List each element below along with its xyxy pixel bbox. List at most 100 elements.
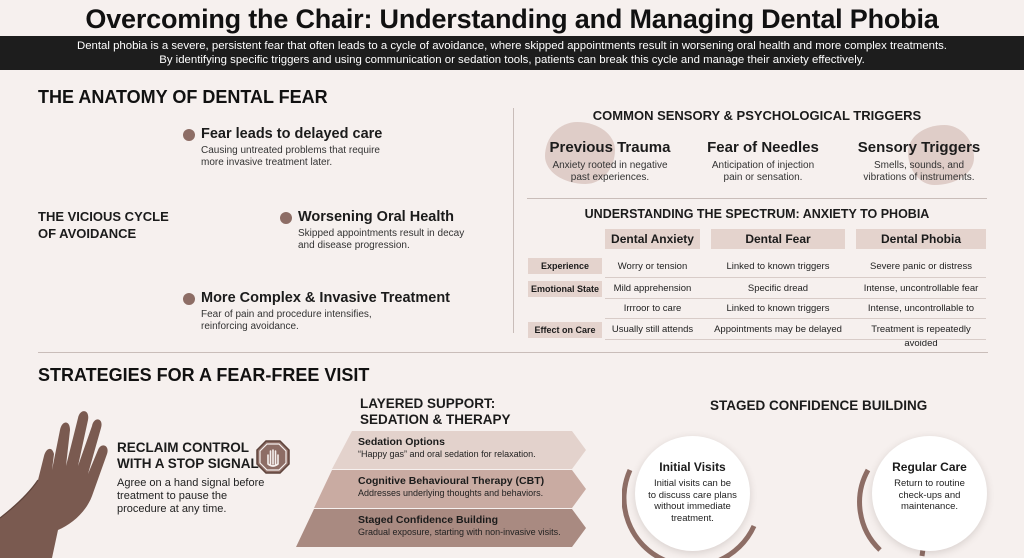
desc-line: Agree on a hand signal before <box>117 477 265 489</box>
title-line: RECLAIM CONTROL <box>117 440 249 455</box>
vertical-divider <box>513 108 514 333</box>
band-desc: Gradual exposure, starting with non-inva… <box>358 527 561 537</box>
row-divider <box>605 298 986 299</box>
trigger-blob-decoration <box>908 125 974 185</box>
trigger-desc: Anticipation of injection pain or sensat… <box>688 160 838 184</box>
band-cbt-shape <box>314 470 586 508</box>
trigger-title: Sensory Triggers <box>857 139 981 156</box>
bullet-dot <box>183 293 195 305</box>
cycle-step-delayed-care: Fear leads to delayed care Causing untre… <box>183 125 453 169</box>
heading-line: SEDATION & THERAPY <box>360 412 511 427</box>
table-cell: Mild apprehension <box>613 283 692 294</box>
band-desc: “Happy gas” and oral sedation for relaxa… <box>358 449 536 459</box>
stop-sign-hand-icon <box>256 440 290 474</box>
table-cell: Linked to known triggers <box>726 303 830 314</box>
row-header-effect-on-care: Effect on Care <box>528 322 602 338</box>
desc-line: Anticipation of injection <box>711 160 815 171</box>
title-line: WITH A STOP SIGNAL <box>117 456 259 471</box>
desc-line: and disease progression. <box>298 240 410 251</box>
stage-title: Initial Visits <box>659 460 726 474</box>
band-cbt: Cognitive Behavioural Therapy (CBT) Addr… <box>358 475 588 499</box>
desc-line: without immediate <box>654 501 731 512</box>
table-cell: Linked to known triggers <box>726 261 830 272</box>
desc-line: treatment to pause the <box>117 490 228 502</box>
band-title: Sedation Options <box>358 436 445 448</box>
stage-card-initial-visits: Initial Visits Initial visits can be to … <box>635 436 750 551</box>
row-divider <box>605 339 986 340</box>
reclaim-control-desc: Agree on a hand signal before treatment … <box>117 477 277 516</box>
stage-desc: Return to routine check-ups and maintena… <box>872 478 987 513</box>
reclaim-control-title: RECLAIM CONTROL WITH A STOP SIGNAL <box>117 440 259 472</box>
desc-line: check-ups and <box>898 489 961 501</box>
row-divider <box>605 318 986 319</box>
column-header-phobia: Dental Phobia <box>856 229 986 249</box>
table-cell: Treatment is repeatedly avoided <box>871 324 971 349</box>
row-divider <box>605 277 986 278</box>
intro-line-1: Dental phobia is a severe, persistent fe… <box>77 40 947 52</box>
strategies-heading: STRATEGIES FOR A FEAR-FREE VISIT <box>38 365 370 385</box>
band-title: Cognitive Behavioural Therapy (CBT) <box>358 475 545 487</box>
cycle-step-desc: Causing untreated problems that require … <box>201 145 453 169</box>
table-cell: Severe panic or distress <box>870 261 972 272</box>
vicious-cycle-line-2: OF AVOIDANCE <box>38 226 137 241</box>
desc-line: Fear of pain and procedure intensifies, <box>201 309 372 320</box>
stage-desc: Initial visits can be to discuss care pl… <box>635 478 750 524</box>
cycle-step-complex-treatment: More Complex & Invasive Treatment Fear o… <box>183 289 483 333</box>
band-sedation-options: Sedation Options “Happy gas” and oral se… <box>358 436 588 460</box>
trigger-desc: Smells, sounds, and vibrations of instru… <box>844 160 994 184</box>
row-header-emotional-state: Emotional State <box>528 281 602 297</box>
cycle-step-desc: Fear of pain and procedure intensifies, … <box>201 309 483 333</box>
desc-line: pain or sensation. <box>723 172 803 183</box>
intro-banner: Dental phobia is a severe, persistent fe… <box>0 36 1024 70</box>
band-sedation-shape <box>332 431 586 469</box>
trigger-fear-of-needles: Fear of Needles Anticipation of injectio… <box>688 139 838 184</box>
anatomy-heading: THE ANATOMY OF DENTAL FEAR <box>38 87 328 107</box>
trigger-title: Fear of Needles <box>707 139 819 156</box>
desc-line: procedure at any time. <box>117 503 227 515</box>
desc-line: maintenance. <box>900 501 959 512</box>
table-cell: Usually still attends <box>611 324 694 335</box>
band-desc: Addresses underlying thoughts and behavi… <box>358 488 544 498</box>
desc-line: reinforcing avoidance. <box>201 321 299 332</box>
stage-title: Regular Care <box>892 460 967 474</box>
spectrum-heading: UNDERSTANDING THE SPECTRUM: ANXIETY TO P… <box>584 207 930 221</box>
desc-line: Causing untreated problems that require <box>201 145 380 156</box>
column-header-fear: Dental Fear <box>711 229 845 249</box>
vicious-cycle-label: THE VICIOUS CYCLE OF AVOIDANCE <box>38 208 169 242</box>
band-staged-confidence: Staged Confidence Building Gradual expos… <box>358 514 588 538</box>
desc-line: Return to routine <box>894 478 965 489</box>
cycle-step-title: Worsening Oral Health <box>298 209 455 225</box>
heading-line: LAYERED SUPPORT: <box>360 396 496 411</box>
cycle-step-worsening-health: Worsening Oral Health Skipped appointmen… <box>280 208 550 252</box>
trigger-sensory: Sensory Triggers Smells, sounds, and vib… <box>844 139 994 184</box>
desc-line: more invasive treatment later. <box>201 157 333 168</box>
bullet-dot <box>280 212 292 224</box>
trigger-desc: Anxiety rooted in negative past experien… <box>535 160 685 184</box>
layered-support-heading: LAYERED SUPPORT: SEDATION & THERAPY <box>360 396 511 428</box>
section-divider <box>38 352 988 353</box>
stop-hand-icon <box>0 411 108 558</box>
desc-line: Smells, sounds, and <box>873 160 965 171</box>
trigger-blob-decoration <box>545 122 615 184</box>
table-cell: Appointments may be delayed <box>714 324 842 335</box>
table-cell: Specific dread <box>747 283 809 294</box>
column-header-anxiety: Dental Anxiety <box>605 229 700 249</box>
horizontal-divider <box>527 198 987 199</box>
desc-line: Skipped appointments result in decay <box>298 228 465 239</box>
triggers-heading: COMMON SENSORY & PSYCHOLOGICAL TRIGGERS <box>592 108 922 123</box>
table-cell: Worry or tension <box>617 261 688 272</box>
desc-line: Initial visits can be <box>653 478 732 489</box>
desc-line: treatment. <box>671 512 714 524</box>
trigger-previous-trauma: Previous Trauma Anxiety rooted in negati… <box>535 139 685 184</box>
desc-line: to discuss care plans <box>648 489 737 501</box>
desc-line: past experiences. <box>570 172 650 183</box>
band-title: Staged Confidence Building <box>358 514 499 526</box>
trigger-title: Previous Trauma <box>549 139 671 156</box>
desc-line: Anxiety rooted in negative <box>552 160 668 171</box>
layered-bands-graphic <box>296 431 586 547</box>
desc-line: vibrations of instruments. <box>863 172 975 183</box>
bullet-dot <box>183 129 195 141</box>
table-cell: Intense, uncontrollable to <box>867 303 975 314</box>
intro-line-2: By identifying specific triggers and usi… <box>159 54 865 66</box>
cycle-step-title: More Complex & Invasive Treatment <box>201 290 450 306</box>
